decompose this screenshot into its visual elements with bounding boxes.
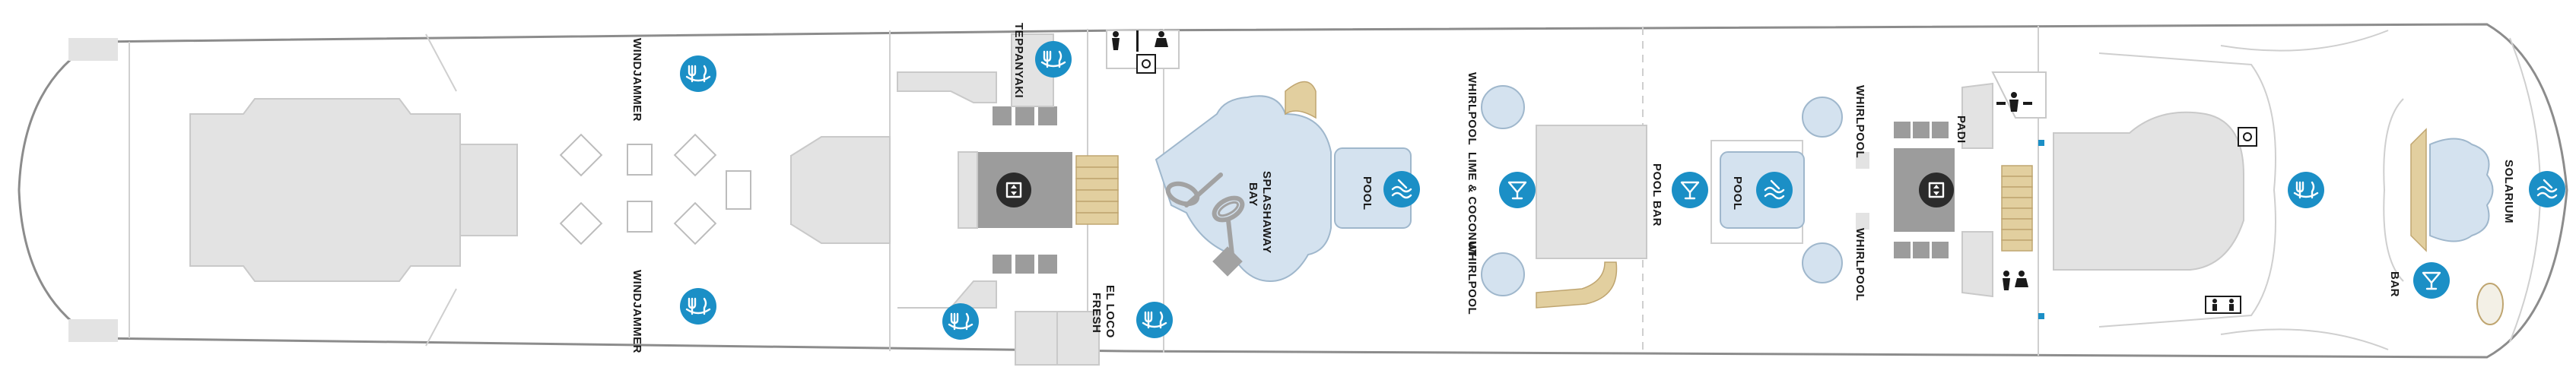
- label-lime-coconut: LIME & COCONUT: [1466, 152, 1479, 257]
- windjammer-dining-icon-top[interactable]: [680, 55, 716, 92]
- forward-structure: [2053, 111, 2244, 271]
- windjammer-dining-icon-bottom[interactable]: [680, 288, 716, 325]
- forward-elevator-icon: [1919, 173, 1954, 207]
- label-splashaway: SPLASHAWAY: [1260, 171, 1273, 254]
- restroom-icon-forward-right: [2205, 296, 2241, 314]
- label-pool-bar: POOL BAR: [1650, 163, 1663, 226]
- restroom-icon-forward-bottom: [2003, 271, 2028, 290]
- whirlpool-right-top: [1802, 97, 1843, 138]
- forward-dining-icon[interactable]: [2288, 172, 2324, 208]
- lime-coconut-bar-icon[interactable]: [1499, 172, 1536, 208]
- label-whirlpool-left-top: WHIRLPOOL: [1466, 72, 1479, 145]
- teppanyaki-dining-icon[interactable]: [1035, 41, 1072, 78]
- label-windjammer-bottom: WINDJAMMER: [631, 270, 643, 353]
- label-pool-1: POOL: [1361, 176, 1374, 211]
- pool-deck-marker-bottom: [1856, 213, 1869, 230]
- lime-coconut-stair: [1536, 261, 1618, 309]
- aft-structure-notch: [459, 144, 518, 236]
- solarium-pool: [2429, 138, 2494, 242]
- dining-icon-aft-bottom[interactable]: [942, 303, 979, 340]
- label-padi: PADI: [1955, 116, 1968, 144]
- aft-corner-bottom: [68, 319, 118, 342]
- label-fresh: FRESH: [1090, 293, 1103, 333]
- restroom-icon-aft: [1112, 30, 1168, 52]
- deck-marker-b: [2038, 313, 2044, 319]
- splashaway-slides: [1165, 173, 1245, 257]
- aft-deck-structure: [189, 98, 461, 282]
- aft-stairs: [1075, 155, 1119, 225]
- pool-bar-icon[interactable]: [1672, 172, 1708, 208]
- solarium-bar-counter: [2476, 283, 2504, 325]
- label-whirlpool-right-top: WHIRLPOOL: [1853, 85, 1866, 158]
- aft-elevator-bank: [993, 106, 1057, 274]
- bar-icon[interactable]: [2413, 262, 2450, 299]
- whirlpool-left-top: [1481, 85, 1525, 129]
- label-el-loco: EL LOCO: [1104, 285, 1116, 338]
- solarium-planters: [2410, 128, 2427, 252]
- forward-rooms: [1961, 71, 2047, 298]
- label-whirlpool-right-bottom: WHIRLPOOL: [1853, 228, 1866, 301]
- label-windjammer-top: WINDJAMMER: [631, 38, 643, 122]
- lime-coconut-building: [1536, 125, 1647, 259]
- restroom-icon-forward-top: [1996, 92, 2032, 112]
- aft-lobby-side: [958, 151, 978, 229]
- whirlpool-left-bottom: [1481, 252, 1525, 296]
- pool-icon-2[interactable]: [1756, 172, 1793, 208]
- splashaway-bay-water: [1155, 95, 1332, 283]
- splashaway-stair-arc: [1285, 81, 1317, 119]
- label-bar: BAR: [2388, 271, 2401, 297]
- aft-corner-top: [68, 38, 118, 61]
- aft-elevator-icon: [996, 173, 1031, 207]
- label-pool-2: POOL: [1731, 176, 1744, 211]
- label-bay: BAY: [1247, 182, 1259, 207]
- aft-funnel-block: [790, 136, 891, 244]
- label-teppanyaki: TEPPANYAKI: [1012, 23, 1025, 98]
- accessible-icon-forward: [2238, 127, 2257, 147]
- label-solarium: SOLARIUM: [2502, 160, 2515, 223]
- whirlpool-right-bottom: [1802, 242, 1843, 283]
- lounge-seating: [559, 133, 751, 245]
- el-loco-fresh-area: [897, 280, 1100, 366]
- pool-icon-1[interactable]: [1383, 171, 1420, 207]
- deck-marker-a: [2038, 140, 2044, 146]
- label-whirlpool-left-bottom: WHIRLPOOL: [1466, 242, 1479, 315]
- accessible-icon-aft: [1136, 54, 1156, 74]
- forward-stairs: [2001, 165, 2033, 252]
- solarium-icon[interactable]: [2529, 171, 2565, 207]
- solarium-wall: [2383, 98, 2404, 282]
- pool-deck-marker-top: [1856, 152, 1869, 169]
- el-loco-fresh-dining-icon[interactable]: [1136, 302, 1173, 338]
- forward-outline: [2098, 52, 2276, 328]
